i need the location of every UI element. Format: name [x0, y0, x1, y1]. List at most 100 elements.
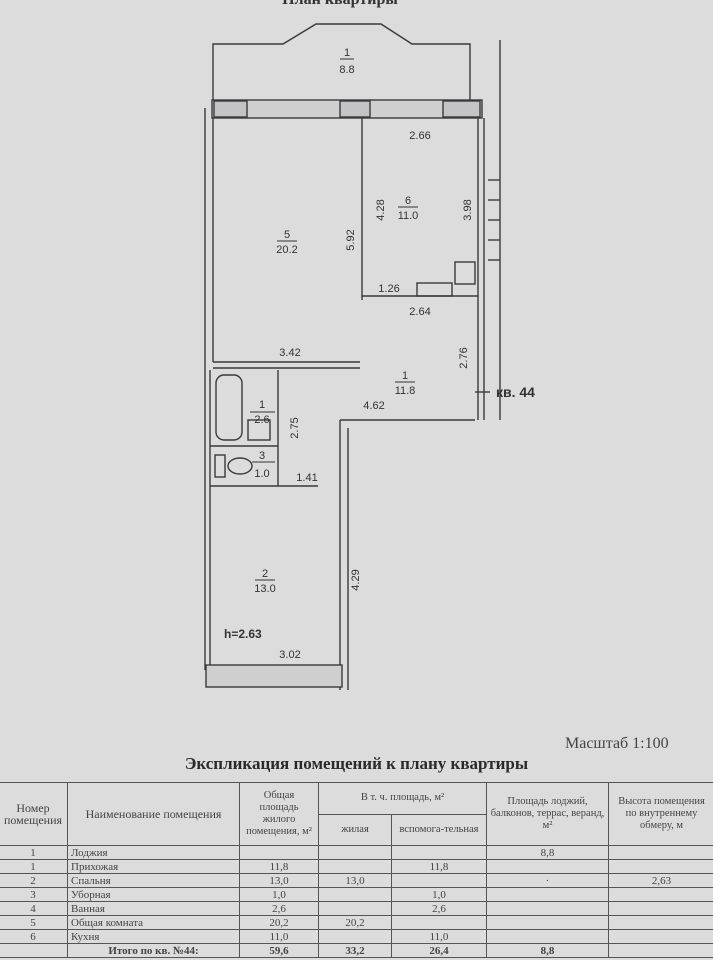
dimension-label: 3.02 — [279, 649, 300, 661]
table-cell — [318, 845, 392, 860]
ceiling-height: h=2.63 — [224, 627, 262, 641]
table-cell — [608, 859, 713, 874]
table-cell: 33,2 — [318, 943, 392, 958]
table-cell: 59,6 — [239, 943, 319, 958]
table-cell: 20,2 — [318, 915, 392, 930]
dimension-label: 2.76 — [458, 347, 470, 368]
table-cell — [608, 915, 713, 930]
table-cell: 6 — [0, 929, 68, 944]
table-cell: 8,8 — [486, 943, 609, 958]
table-cell — [486, 915, 609, 930]
dimension-labels: 2.66 4.28 5.92 3.98 1.26 2.64 3.42 2.76 … — [279, 130, 474, 661]
table-cell: Общая комната — [67, 915, 240, 930]
room-area: 1.0 — [254, 468, 269, 480]
dimension-label: 3.98 — [462, 199, 474, 220]
room-area: 11.8 — [395, 385, 416, 397]
table-cell: 1,0 — [239, 887, 319, 902]
table-cell — [486, 887, 609, 902]
room-number: 6 — [405, 195, 411, 207]
table-cell: Прихожая — [67, 859, 240, 874]
dimension-label: 1.26 — [378, 283, 399, 295]
room-number: 1 — [259, 399, 265, 411]
table-cell: Лоджия — [67, 845, 240, 860]
room-number: 3 — [259, 450, 265, 462]
table-cell: Итого по кв. №44: — [67, 943, 240, 958]
table-cell: 26,4 — [391, 943, 487, 958]
table-cell — [391, 845, 487, 860]
table-cell — [608, 901, 713, 916]
table-cell: 11,0 — [239, 929, 319, 944]
table-cell: 1 — [0, 845, 68, 860]
table-cell — [486, 901, 609, 916]
table-cell — [608, 929, 713, 944]
floor-plan: 1 8.8 5 20.2 6 11.0 1 11.8 1 2.6 3 1.0 2… — [204, 23, 535, 690]
room-area: 13.0 — [254, 583, 275, 595]
room-number: 5 — [284, 229, 290, 241]
dimension-label: 2.66 — [409, 130, 430, 142]
table-cell: 5 — [0, 915, 68, 930]
explication-title: Экспликация помещений к плану квартиры — [184, 754, 529, 773]
room-number: 2 — [262, 568, 268, 580]
table-cell: 1,0 — [391, 887, 487, 902]
dimension-label: 4.28 — [375, 199, 387, 220]
header-name: Наименование помещения — [67, 782, 240, 846]
dimension-label: 3.42 — [279, 347, 300, 359]
table-cell: 13,0 — [239, 873, 319, 888]
header-living: жилая — [318, 813, 392, 846]
table-cell: 8,8 — [486, 845, 609, 860]
room-area: 11.0 — [398, 210, 419, 222]
table-cell — [0, 943, 68, 958]
table-cell — [608, 887, 713, 902]
apartment-label: кв. 44 — [496, 384, 535, 400]
table-cell — [391, 873, 487, 888]
dimension-label: 4.29 — [350, 569, 362, 590]
room-number: 1 — [402, 370, 408, 382]
room-area: 8.8 — [339, 64, 354, 76]
dimension-label: 2.75 — [289, 417, 301, 438]
table-cell — [486, 859, 609, 874]
header-total: Общая площадь жилого помещения, м² — [239, 782, 319, 846]
dimension-label: 4.62 — [363, 400, 384, 412]
table-cell: 4 — [0, 901, 68, 916]
table-cell: Уборная — [67, 887, 240, 902]
plan-title: План квартиры — [0, 0, 680, 9]
table-cell: 2,6 — [391, 901, 487, 916]
table-cell: · — [486, 873, 609, 888]
table-cell — [318, 929, 392, 944]
table-cell — [318, 859, 392, 874]
table-cell: Кухня — [67, 929, 240, 944]
table-cell: 2,6 — [239, 901, 319, 916]
table-cell: Спальня — [67, 873, 240, 888]
table-cell: 2,63 — [608, 873, 713, 888]
header-loggia: Площадь лоджий, балконов, террас, веранд… — [486, 782, 609, 846]
header-aux: вспомога-тельная — [391, 813, 487, 846]
explication-table: Номер помещения Наименование помещения О… — [0, 782, 713, 958]
table-cell — [318, 887, 392, 902]
table-cell: 20,2 — [239, 915, 319, 930]
table-cell: Ванная — [67, 901, 240, 916]
room-labels: 1 8.8 5 20.2 6 11.0 1 11.8 1 2.6 3 1.0 2… — [250, 47, 418, 595]
dimension-label: 2.64 — [409, 306, 430, 318]
dimension-label: 1.41 — [296, 472, 317, 484]
walls — [204, 23, 501, 690]
table-cell — [239, 845, 319, 860]
dimension-label: 5.92 — [345, 229, 357, 250]
table-cell: 3 — [0, 887, 68, 902]
header-incl: В т. ч. площадь, м² — [318, 782, 487, 815]
room-number: 1 — [344, 47, 350, 59]
table-cell: 2 — [0, 873, 68, 888]
table-cell — [318, 901, 392, 916]
scale-label: Масштаб 1:100 — [565, 735, 669, 752]
room-area: 20.2 — [276, 244, 297, 256]
header-height: Высота помещения по внутреннему обмеру, … — [608, 782, 713, 846]
table-cell: 11,0 — [391, 929, 487, 944]
table-cell: 11,8 — [239, 859, 319, 874]
